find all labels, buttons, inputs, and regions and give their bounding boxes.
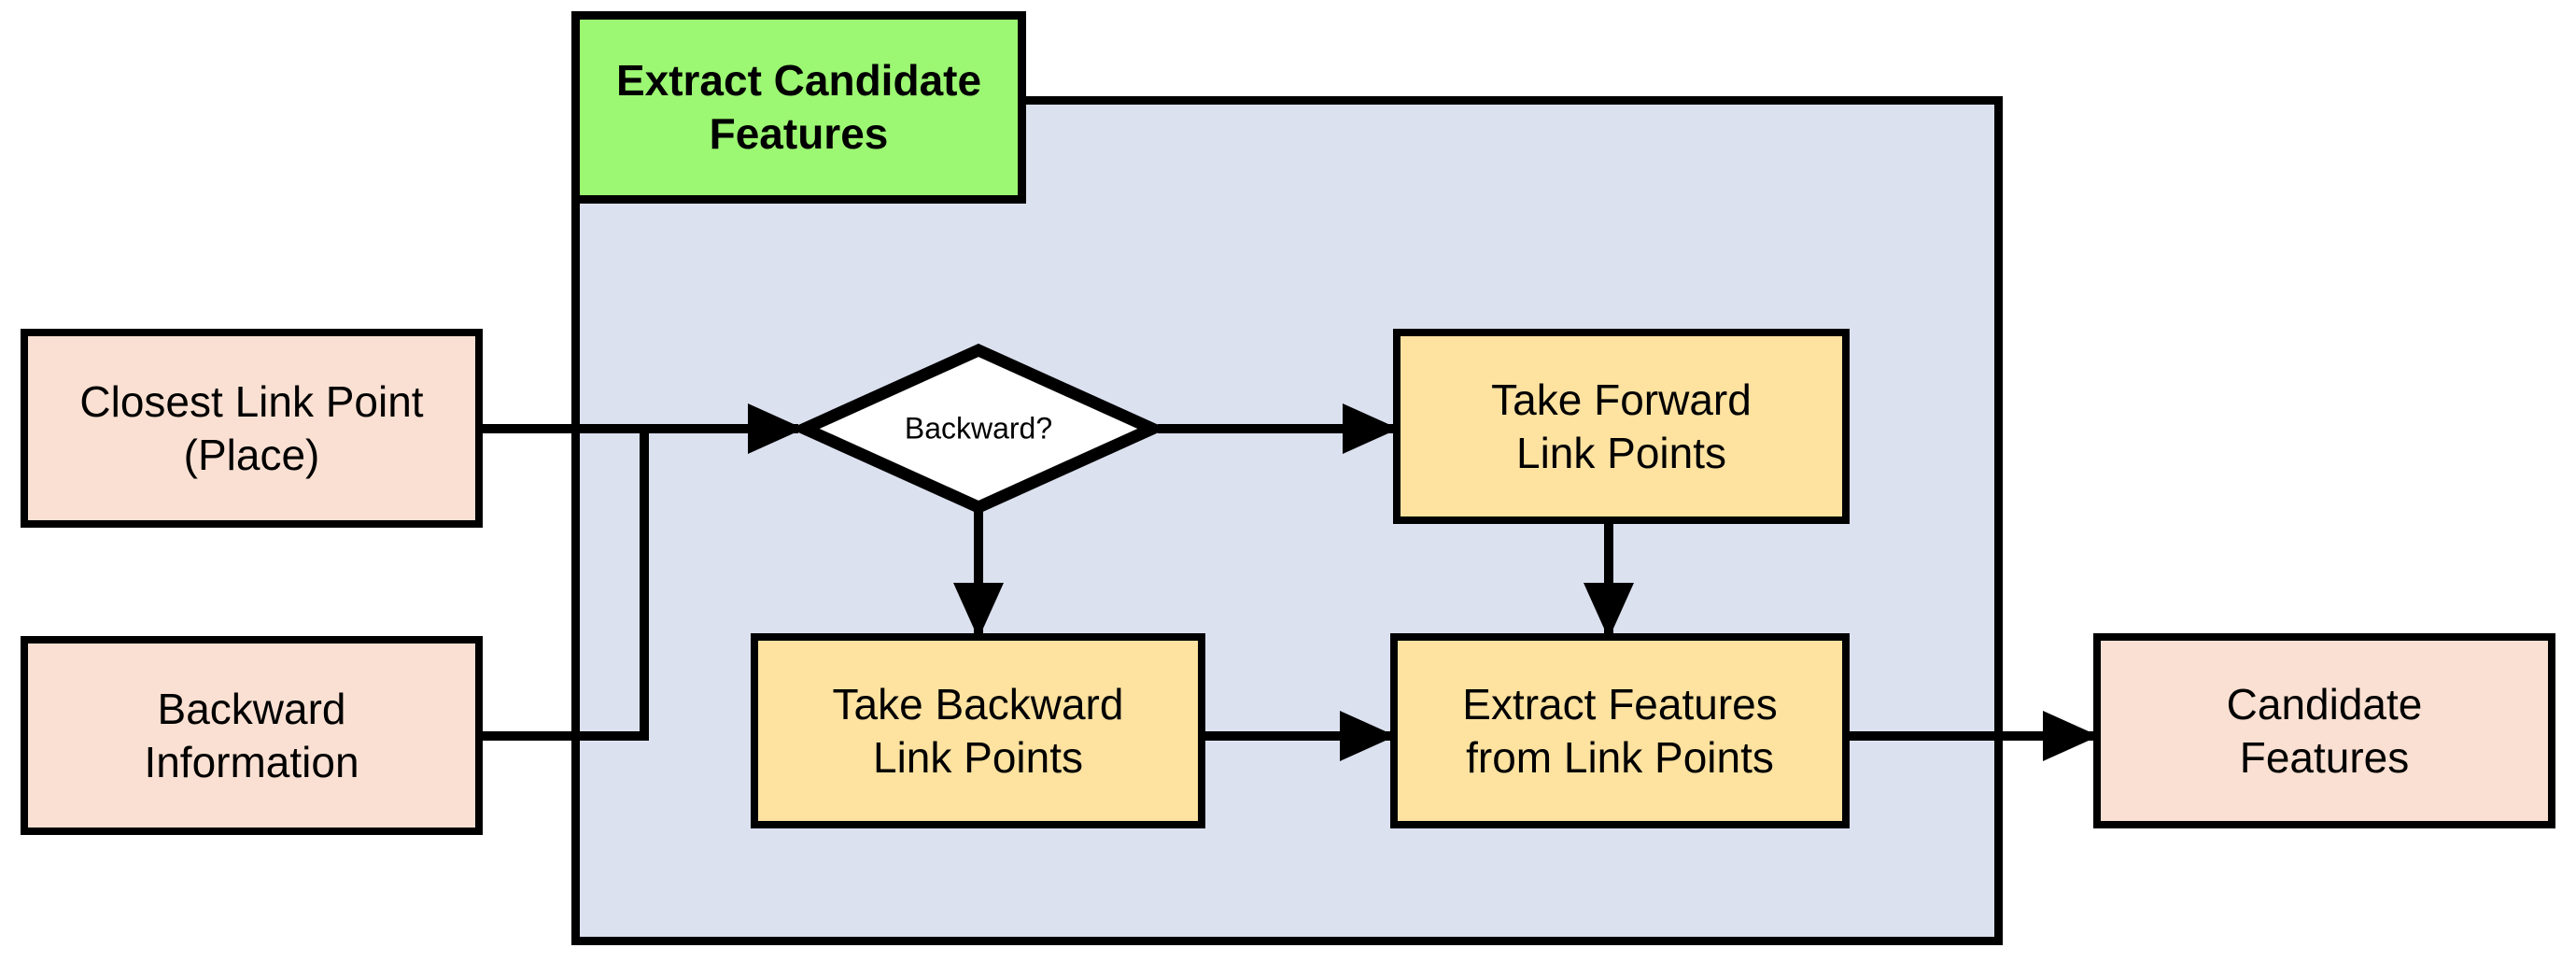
group-header-label: Extract Candidate Features [615, 55, 982, 159]
node-take-forward-link-points: Take Forward Link Points [1393, 329, 1850, 524]
diamond-shape [798, 344, 1159, 514]
node-closest-link-point: Closest Link Point (Place) [21, 329, 483, 528]
node-extract-features-from-link-points: Extract Features from Link Points [1390, 633, 1850, 828]
node-backward-information-label: Backward Information [144, 685, 359, 786]
node-closest-link-point-label: Closest Link Point (Place) [79, 377, 424, 479]
node-backward-information: Backward Information [21, 636, 483, 835]
node-candidate-features-label: Candidate Features [2226, 680, 2423, 782]
node-take-forward-link-points-label: Take Forward Link Points [1491, 375, 1752, 477]
node-take-backward-link-points: Take Backward Link Points [751, 633, 1205, 828]
node-candidate-features: Candidate Features [2093, 633, 2555, 828]
node-take-backward-link-points-label: Take Backward Link Points [832, 680, 1124, 782]
node-extract-features-from-link-points-label: Extract Features from Link Points [1462, 680, 1778, 782]
group-header-extract-candidate-features: Extract Candidate Features [571, 11, 1026, 204]
node-backward-decision: Backward? [798, 344, 1159, 514]
